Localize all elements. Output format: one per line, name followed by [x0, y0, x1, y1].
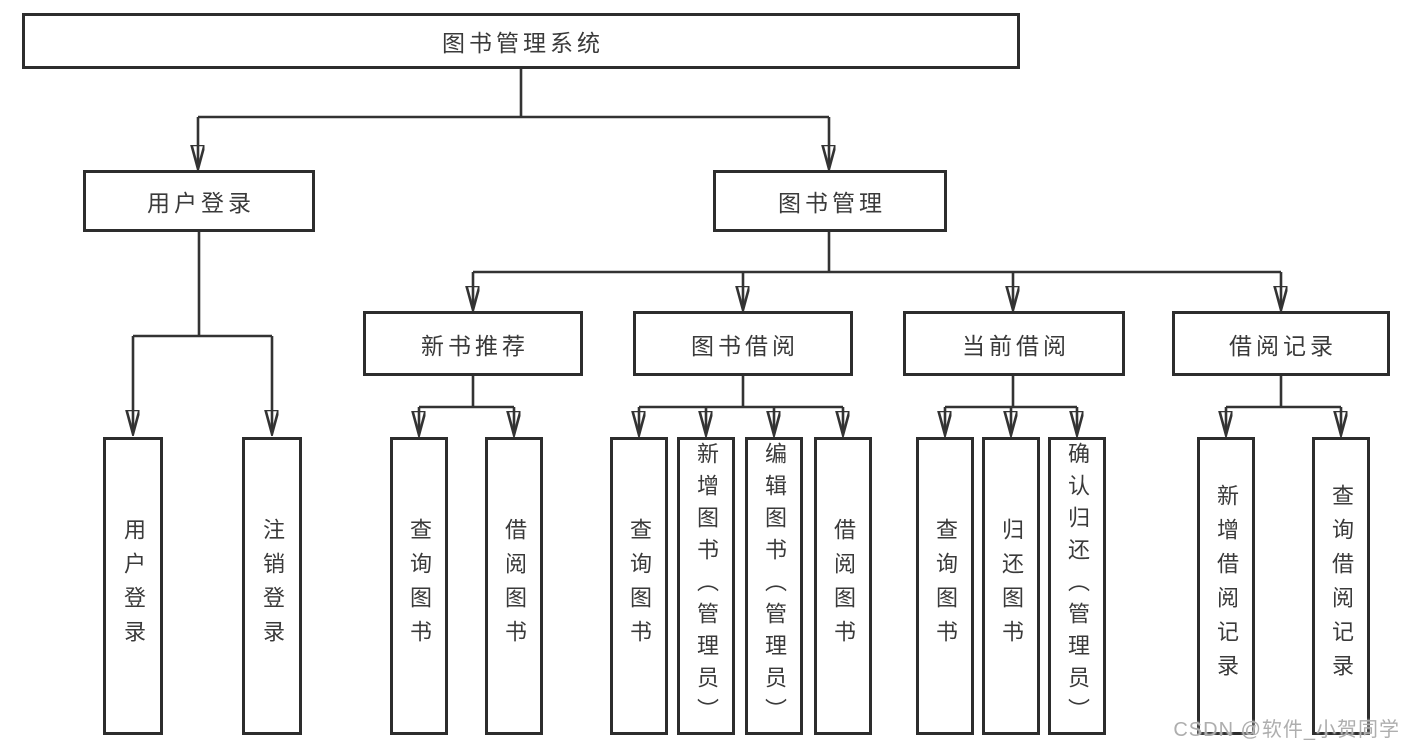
node-current-borrow: 当前借阅	[903, 311, 1125, 376]
leaf-user-login: 用户登录	[103, 437, 163, 735]
node-label: 借阅记录	[1229, 332, 1337, 359]
leaf-logout-login: 注销登录	[242, 437, 302, 735]
leaf-cb-confirm-return-admin: 确认归还（管理员）	[1048, 437, 1106, 735]
node-label: 新书推荐	[421, 332, 529, 359]
node-label: 查询图书	[933, 518, 958, 654]
node-library-management-system: 图书管理系统	[22, 13, 1020, 69]
leaf-bb-search-books: 查询图书	[610, 437, 668, 735]
node-label: 借阅图书	[502, 518, 527, 654]
leaf-rec-borrow-books: 借阅图书	[485, 437, 543, 735]
node-book-borrow: 图书借阅	[633, 311, 853, 376]
leaf-rec-search-books: 查询图书	[390, 437, 448, 735]
node-label: 借阅图书	[831, 518, 856, 654]
node-label: 查询图书	[407, 518, 432, 654]
node-label: 当前借阅	[962, 332, 1070, 359]
node-label: 用户登录	[147, 190, 255, 216]
leaf-bb-edit-books-admin: 编辑图书（管理员）	[745, 437, 803, 735]
node-label: 新增图书（管理员）	[694, 442, 719, 730]
leaf-br-search-record: 查询借阅记录	[1312, 437, 1370, 735]
node-label: 用户登录	[121, 518, 146, 654]
node-label: 查询图书	[627, 518, 652, 654]
leaf-br-add-record: 新增借阅记录	[1197, 437, 1255, 735]
leaf-bb-add-books-admin: 新增图书（管理员）	[677, 437, 735, 735]
node-label: 注销登录	[260, 518, 285, 654]
node-borrow-records: 借阅记录	[1172, 311, 1390, 376]
node-user-login-group: 用户登录	[83, 170, 315, 232]
leaf-bb-borrow-books: 借阅图书	[814, 437, 872, 735]
node-label: 查询借阅记录	[1329, 484, 1354, 688]
leaf-cb-search-books: 查询图书	[916, 437, 974, 735]
node-label: 图书借阅	[691, 332, 799, 359]
node-label: 图书管理	[778, 190, 886, 216]
node-new-book-recommend: 新书推荐	[363, 311, 583, 376]
node-label: 归还图书	[999, 518, 1024, 654]
node-label: 图书管理系统	[442, 30, 604, 56]
csdn-watermark: CSDN @软件_小贺同学	[1173, 719, 1400, 741]
node-label: 确认归还（管理员）	[1065, 442, 1090, 730]
node-label: 新增借阅记录	[1214, 484, 1239, 688]
node-book-management: 图书管理	[713, 170, 947, 232]
node-label: 编辑图书（管理员）	[762, 442, 787, 730]
leaf-cb-return-books: 归还图书	[982, 437, 1040, 735]
